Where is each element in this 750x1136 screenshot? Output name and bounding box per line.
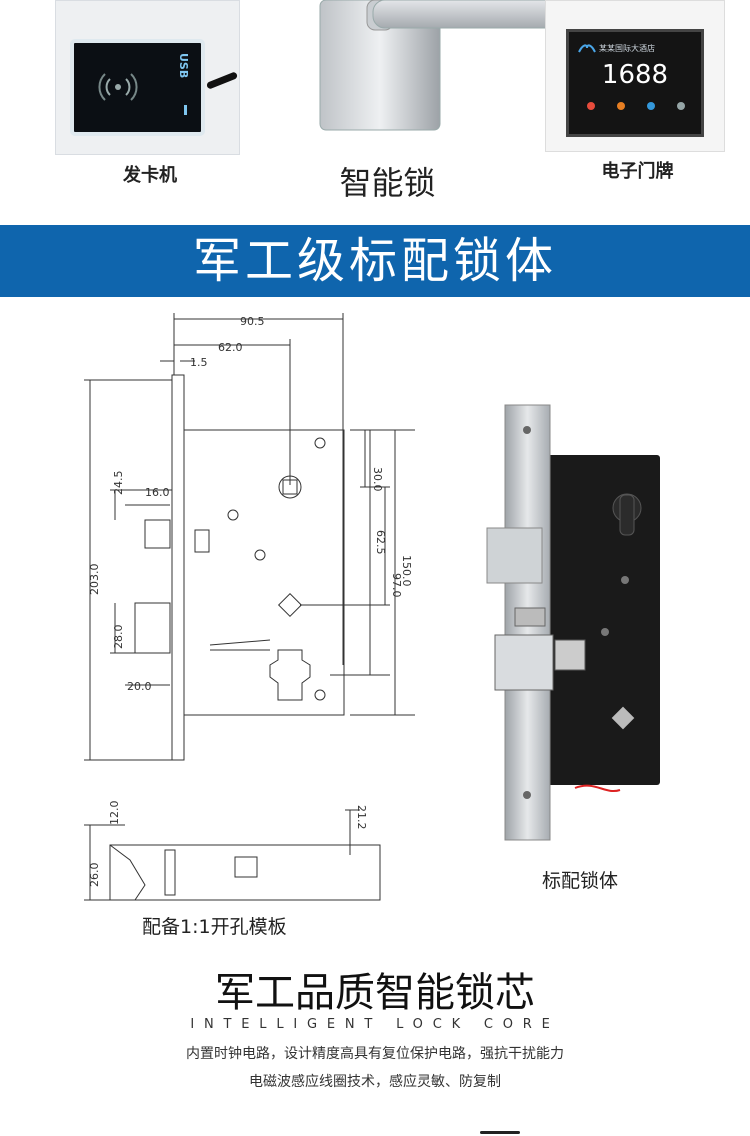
drawing-caption: 配备1:1开孔模板	[142, 916, 287, 938]
photo-caption: 标配锁体	[541, 870, 618, 892]
indicator-led	[184, 105, 187, 115]
hotel-name: 某某国际大酒店	[599, 44, 655, 53]
dim-150: 150.0	[400, 555, 413, 587]
lock-drawing-svg: 90.5 62.0 1.5 16.0 20.0 203.0 24.5 28.0 …	[84, 313, 415, 938]
dim-62-width: 62.0	[218, 341, 243, 354]
smart-lock-image	[315, 0, 600, 135]
lock-core-subtitle: INTELLIGENT LOCK CORE	[190, 1017, 560, 1032]
dim-side-12: 12.0	[108, 801, 121, 826]
dim-30: 30.0	[371, 467, 384, 492]
lock-handle-illustration	[319, 0, 599, 131]
dim-24-5: 24.5	[112, 471, 125, 496]
dim-side-21-2: 21.2	[355, 805, 368, 830]
smart-lock-caption: 智能锁	[339, 164, 436, 202]
product-accessories-row: USB 发卡机 智能锁	[0, 0, 750, 215]
door-plate-screen: 某某国际大酒店 1688	[566, 29, 704, 137]
status-dnd-icon	[587, 102, 595, 110]
status-clean-icon	[647, 102, 655, 110]
dim-16: 16.0	[145, 486, 170, 499]
lock-core-title: 军工品质智能锁芯	[215, 970, 535, 1016]
lock-body-technical-drawing: 90.5 62.0 1.5 16.0 20.0 203.0 24.5 28.0 …	[70, 305, 430, 945]
dim-overall-width: 90.5	[240, 315, 265, 328]
lock-body-photo	[475, 400, 685, 850]
status-service-icon	[617, 102, 625, 110]
lock-body-illustration	[486, 404, 660, 841]
lock-core-desc-line1: 内置时钟电路，设计精度高具有复位保护电路，强抗干扰能力	[186, 1046, 564, 1062]
dim-97: 97.0	[390, 573, 403, 598]
lock-core-desc-line2: 电磁波感应线圈技术，感应灵敏、防复制	[249, 1074, 501, 1090]
dim-203: 203.0	[88, 564, 101, 596]
usb-cable	[205, 71, 239, 90]
usb-label: USB	[177, 53, 190, 79]
dim-side-26: 26.0	[88, 863, 101, 888]
dim-1-5: 1.5	[190, 356, 208, 369]
hotel-logo-icon	[578, 44, 596, 53]
dim-28: 28.0	[112, 625, 125, 650]
status-bell-icon	[677, 102, 685, 110]
section-banner: 军工级标配锁体	[0, 225, 750, 297]
card-reader-device: USB	[70, 39, 205, 136]
card-reader-image: USB	[55, 0, 240, 155]
room-number: 1688	[601, 60, 669, 90]
bottom-decoration	[480, 1131, 520, 1134]
door-plate-caption: 电子门牌	[601, 161, 674, 182]
dim-62-5: 62.5	[374, 530, 387, 555]
rfid-waves-icon	[98, 73, 138, 101]
card-reader-caption: 发卡机	[123, 165, 177, 186]
door-plate-image: 某某国际大酒店 1688	[545, 0, 725, 152]
dim-20: 20.0	[127, 680, 152, 693]
